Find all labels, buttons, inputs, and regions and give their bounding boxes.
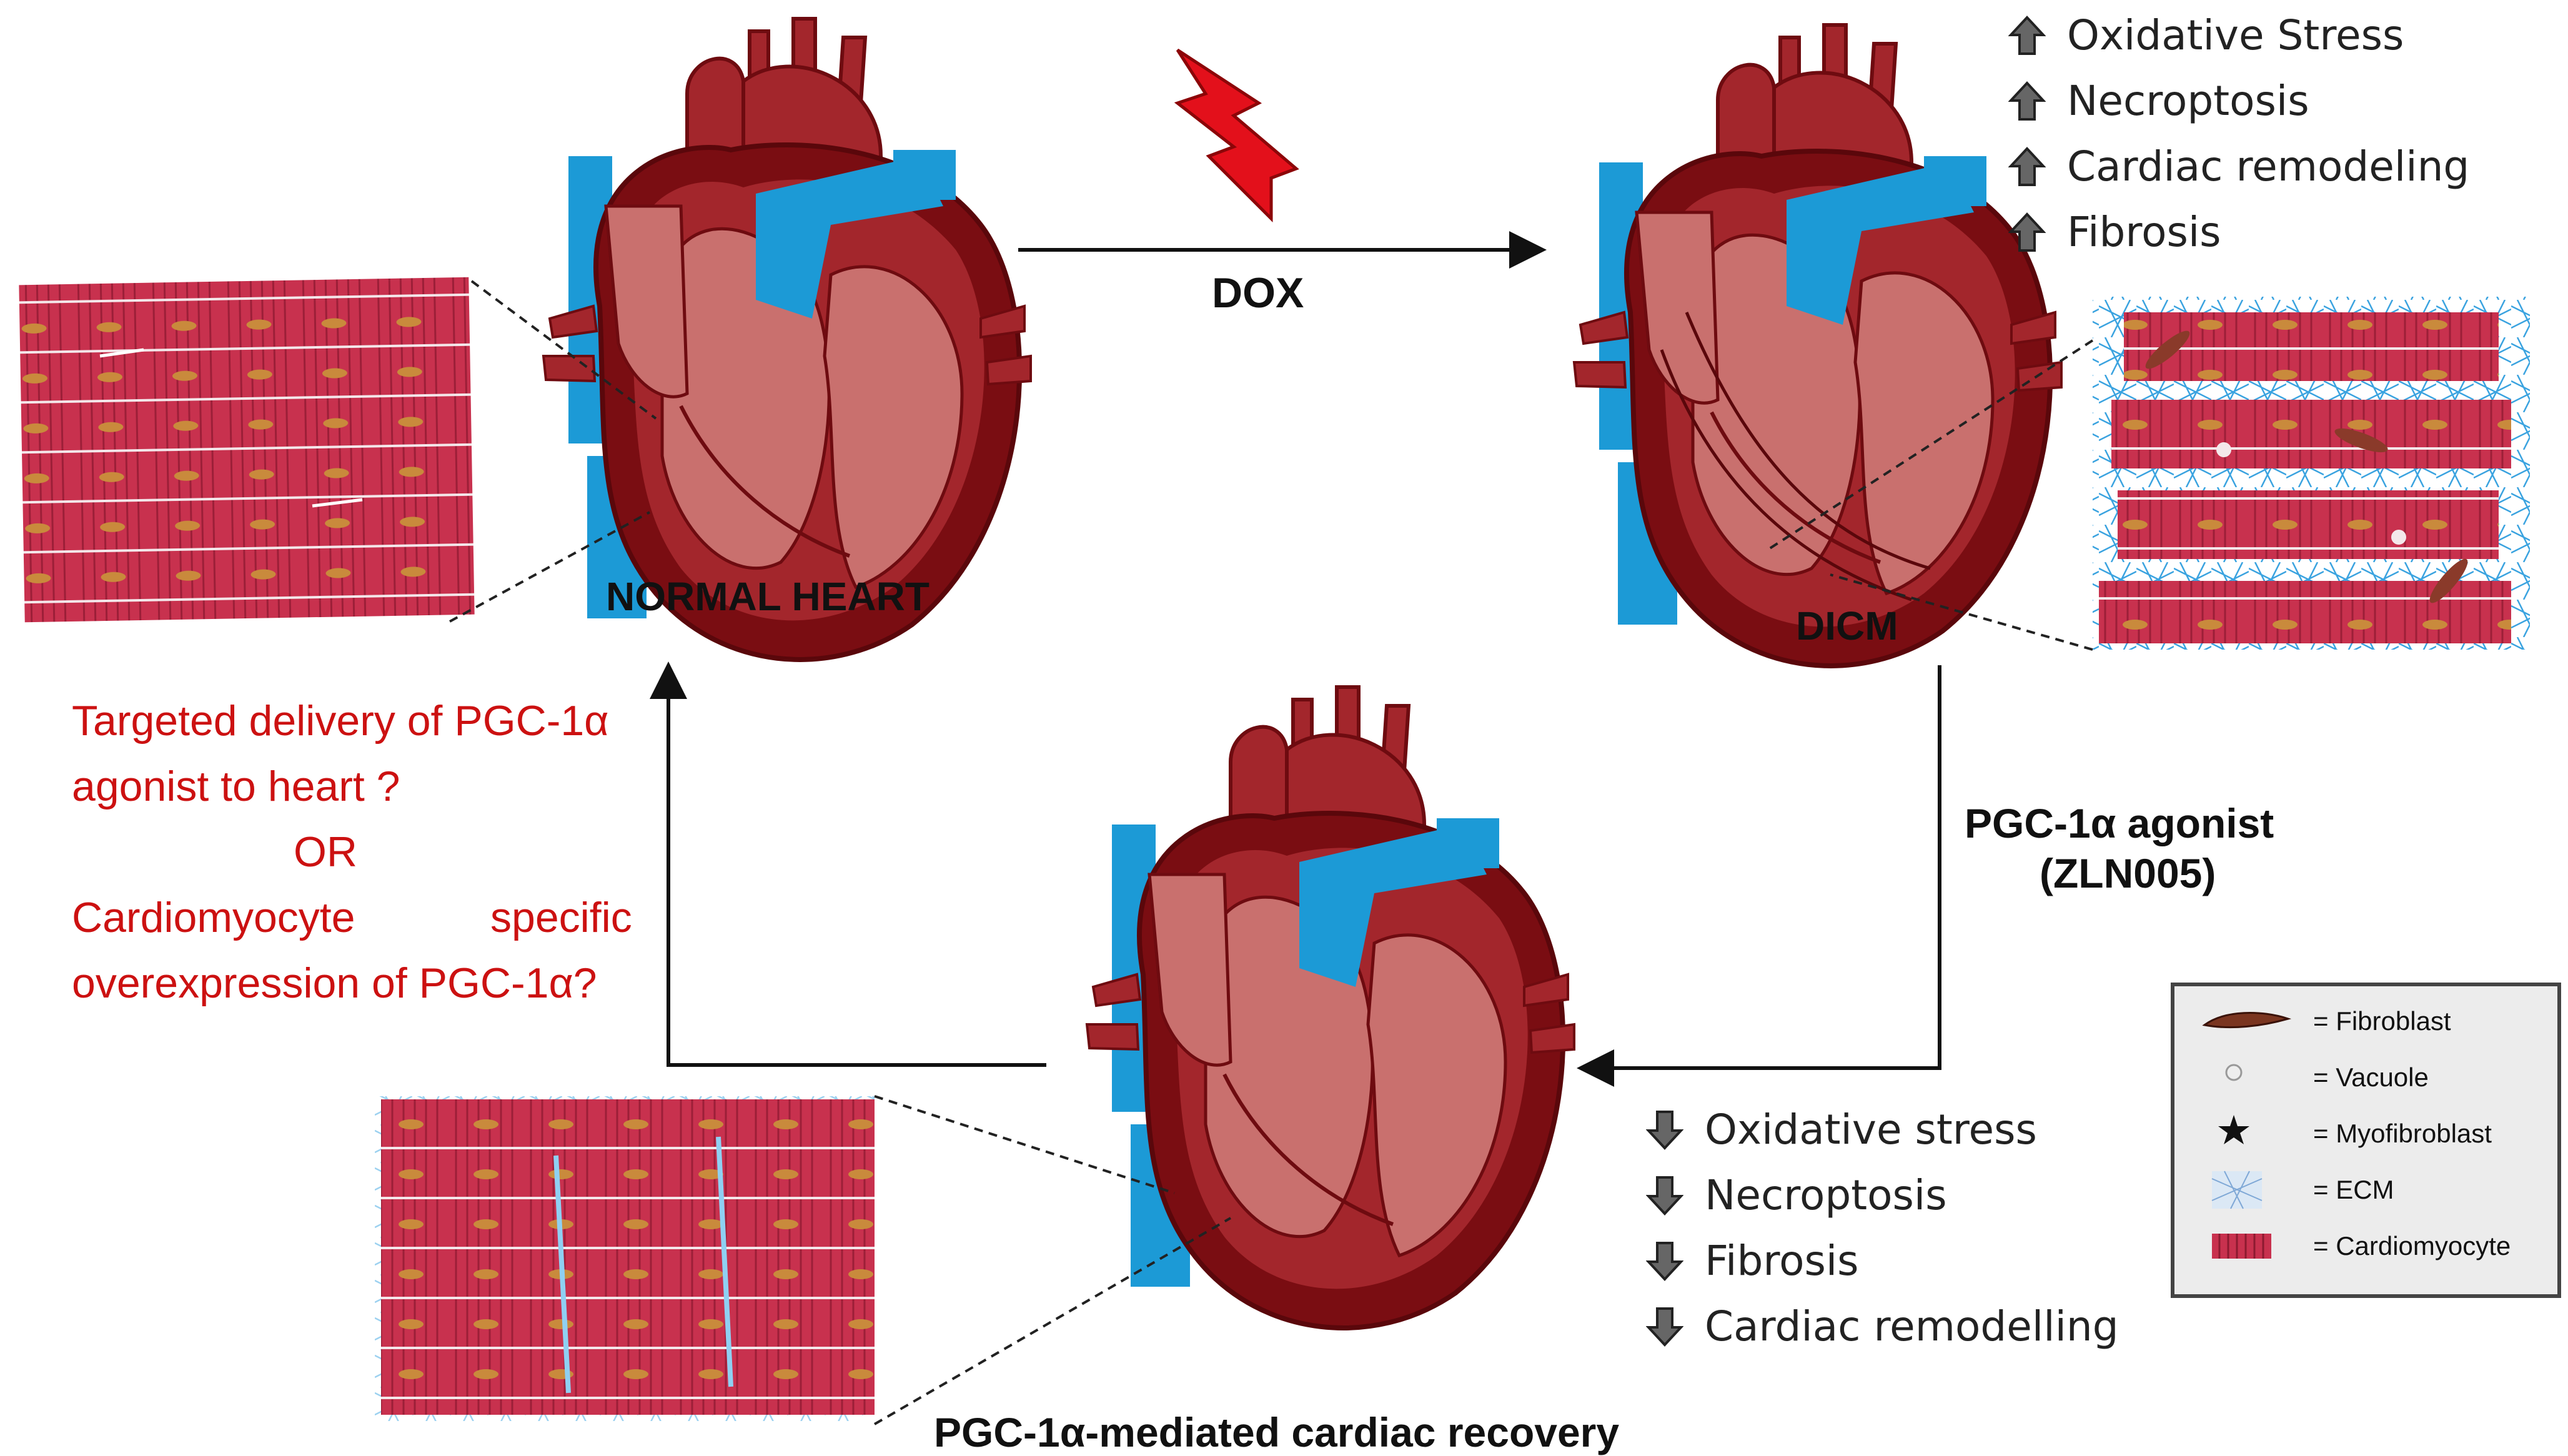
return-arrow: [650, 661, 1046, 1067]
dicm-heart-illustration: [1574, 25, 2061, 666]
question-line-4: overexpression of PGC-1α?: [72, 959, 597, 1007]
up-effect: Necroptosis: [2008, 77, 2309, 125]
fibroblast-icon: [2202, 1012, 2292, 1029]
normal-heart-illustration: [543, 19, 1031, 660]
vacuole-icon: [2225, 1064, 2243, 1081]
agonist-label: PGC-1α agonist: [1965, 800, 2274, 846]
legend-item-ecm: = ECM: [2174, 1161, 2557, 1217]
question-line-3a: Cardiomyocyte: [72, 894, 355, 941]
down-arrow-icon: [1646, 1241, 1683, 1281]
dicm-label: DICM: [1796, 603, 1898, 648]
recovery-label: PGC-1α-mediated cardiac recovery: [934, 1409, 1620, 1455]
normal-heart-label: NORMAL HEART: [606, 574, 930, 619]
up-effect: Cardiac remodeling: [2008, 142, 2469, 191]
normal-tissue-panel: [19, 277, 475, 623]
down-arrow-icon: [1646, 1307, 1683, 1347]
legend-item-fibroblast: = Fibroblast: [2174, 993, 2557, 1049]
cycle-arrows: [650, 231, 1941, 1087]
down-effect-label: Necroptosis: [1705, 1171, 1947, 1219]
down-arrow-icon: [1646, 1176, 1683, 1216]
recovered-heart-illustration: [1087, 687, 1574, 1328]
up-effect: Oxidative Stress: [2008, 11, 2404, 59]
question-line-2: agonist to heart ?: [72, 763, 400, 810]
agonist-arrow: [1577, 665, 1941, 1087]
up-effect-label: Necroptosis: [2067, 77, 2309, 125]
agonist-compound-label: (ZLN005): [2040, 850, 2216, 896]
up-effect-label: Oxidative Stress: [2067, 11, 2404, 59]
up-effect-label: Fibrosis: [2067, 208, 2221, 256]
cardiomyocyte-icon: [2212, 1234, 2271, 1259]
ecm-icon: [2211, 1171, 2263, 1209]
legend-item-myofibroblast: = Myofibroblast: [2174, 1105, 2557, 1161]
down-effect-label: Oxidative stress: [1705, 1106, 2037, 1154]
myofibroblast-icon: [2218, 1115, 2249, 1144]
dicm-tissue-panel: [2093, 297, 2530, 650]
up-effect: Fibrosis: [2008, 208, 2221, 256]
question-line-3b: specific: [490, 894, 632, 941]
down-effect: Cardiac remodelling: [1646, 1302, 2119, 1350]
lightning-icon: [1174, 48, 1299, 223]
zoom-lines: [449, 280, 2094, 1425]
up-arrow-icon: [2008, 146, 2046, 186]
up-arrow-icon: [2008, 212, 2046, 252]
up-effect-label: Cardiac remodeling: [2067, 142, 2470, 191]
down-effect-label: Fibrosis: [1705, 1237, 1859, 1285]
down-arrow-icon: [1646, 1110, 1683, 1150]
question-or: OR: [294, 828, 357, 876]
down-effect-label: Cardiac remodelling: [1705, 1302, 2119, 1350]
up-arrow-icon: [2008, 15, 2046, 55]
legend-item-vacuole: = Vacuole: [2174, 1049, 2557, 1105]
recovery-tissue-panel: [375, 1096, 875, 1421]
legend-item-cardiomyocyte: = Cardiomyocyte: [2174, 1217, 2557, 1274]
down-effect: Necroptosis: [1646, 1171, 1947, 1219]
down-effect: Fibrosis: [1646, 1237, 1859, 1285]
down-effect: Oxidative stress: [1646, 1106, 2037, 1154]
dox-label: DOX: [1212, 269, 1304, 317]
question-line-1: Targeted delivery of PGC-1α: [72, 697, 609, 745]
up-arrow-icon: [2008, 81, 2046, 121]
legend: = Fibroblast = Vacuole = Myofibroblast =…: [2171, 983, 2561, 1298]
